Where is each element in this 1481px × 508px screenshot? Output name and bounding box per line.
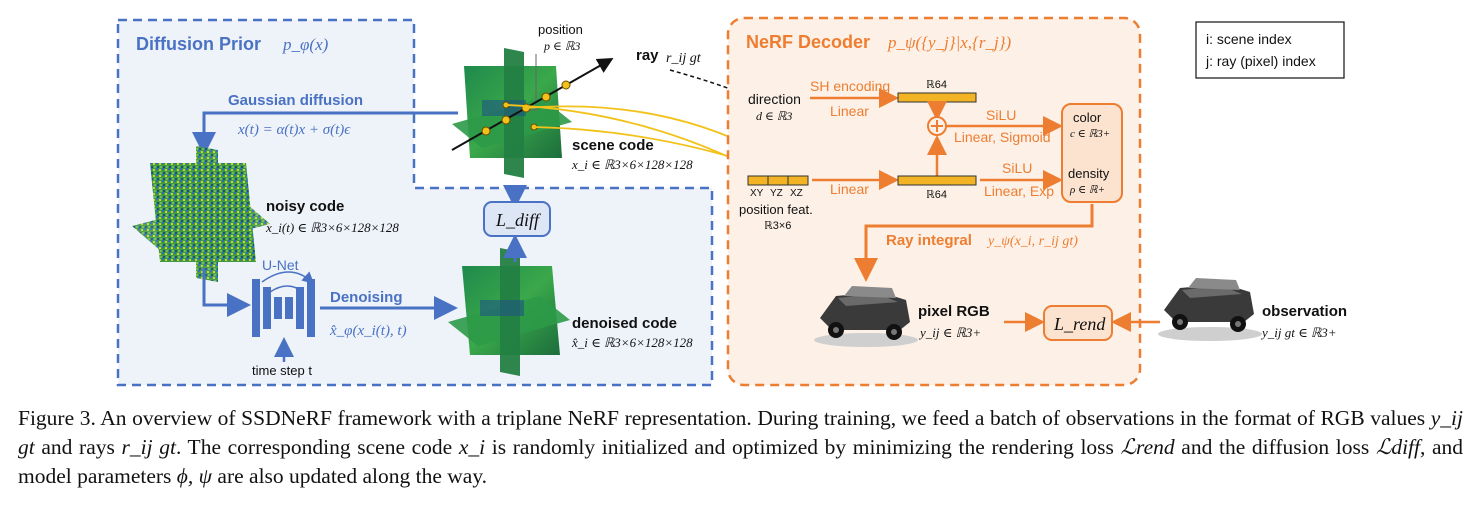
diffusion-loss-box — [483, 201, 551, 237]
denoising-math: x̂_φ(x_i(t), t) — [329, 323, 407, 339]
color-density-box — [1061, 103, 1123, 203]
color-label: color — [1073, 110, 1102, 125]
figure-caption: Figure 3. An overview of SSDNeRF framewo… — [18, 404, 1463, 491]
caption-symbol-r: r_ij gt — [121, 435, 176, 459]
legend-ray-index: j: ray (pixel) index — [1205, 53, 1316, 69]
caption-text-3: . The corresponding scene code — [175, 435, 453, 459]
caption-text-6: , and model parameters — [18, 435, 1464, 488]
linear-exp-label: Linear, Exp — [984, 183, 1054, 199]
ray-sample-points — [481, 80, 571, 136]
legend-box — [1195, 21, 1345, 79]
ray-to-direction-arrow — [669, 69, 751, 98]
pixel-rgb-math: y_ij ∈ ℝ3+ — [918, 325, 981, 340]
gaussian-diffusion-equation: x(t) = α(t)x + σ(t)ϵ — [237, 122, 351, 138]
linear-sigmoid-label: Linear, Sigmoid — [954, 129, 1051, 145]
scene-code-label: scene code — [572, 137, 654, 154]
diffusion-loss-label: L_diff — [495, 210, 542, 230]
nerf-decoder-title: NeRF Decoder — [746, 32, 870, 52]
ray-label: ray — [636, 47, 659, 64]
position-math: p ∈ ℝ3 — [543, 39, 580, 53]
ray-integral-arrow — [854, 204, 1094, 282]
position-hidden-bar — [897, 175, 977, 186]
caption-symbol-y: y_ij gt — [18, 406, 1464, 459]
denoised-code-label: denoised code — [572, 315, 677, 332]
direction-math: d ∈ ℝ3 — [756, 109, 792, 123]
observation-label: observation — [1262, 303, 1347, 320]
direction-feature-bar — [897, 92, 977, 103]
plus-icon — [931, 120, 943, 132]
feature-dim-top: ℝ64 — [926, 79, 947, 91]
timestep-label: time step t — [252, 363, 312, 378]
position-label: position — [538, 22, 583, 37]
gaussian-diffusion-arrow — [192, 111, 458, 156]
xz-label: XZ — [790, 188, 803, 199]
caption-text-5: and the diffusion loss — [1181, 435, 1370, 459]
scene-code-triplane — [452, 48, 572, 178]
xy-label: XY — [750, 188, 764, 199]
diffusion-prior-title: Diffusion Prior — [136, 34, 261, 54]
nerf-decoder-math: p_ψ({y_j}|x,{r_j}) — [887, 33, 1011, 52]
caption-text-4: is randomly initialized and optimized by… — [491, 435, 1114, 459]
yz-label: YZ — [770, 188, 783, 199]
caption-text-1: Figure 3. An overview of SSDNeRF framewo… — [18, 406, 1426, 430]
pixel-rgb-label: pixel RGB — [918, 303, 990, 320]
caption-text-2: and rays — [41, 435, 115, 459]
ray-integral-math: y_ψ(x_i, r_ij gt) — [986, 234, 1078, 249]
gaussian-diffusion-label: Gaussian diffusion — [228, 92, 363, 109]
position-feature-bar — [747, 175, 809, 186]
diffusion-prior-math: p_φ(x) — [282, 35, 329, 54]
caption-symbol-lrend: ℒrend — [1120, 435, 1175, 459]
ray-integral-label: Ray integral — [886, 232, 972, 249]
color-math: c ∈ ℝ3+ — [1070, 128, 1110, 140]
caption-symbol-x: x_i — [458, 435, 486, 459]
legend-scene-index: i: scene index — [1206, 31, 1292, 47]
rendering-loss-label: L_rend — [1053, 314, 1106, 334]
ray-line — [451, 58, 614, 151]
linear-label-bottom: Linear — [830, 181, 869, 197]
position-feat-dim: ℝ3×6 — [764, 220, 791, 232]
feature-dim-bottom: ℝ64 — [926, 189, 947, 201]
diagram-canvas: Diffusion Prior p_φ(x) Gaussian diffusio… — [116, 16, 1347, 387]
rendered-car-image — [814, 286, 918, 347]
denoised-code-triplane — [448, 248, 570, 376]
scene-code-math: x_i ∈ ℝ3×6×128×128 — [571, 157, 693, 172]
observation-car-image — [1158, 278, 1262, 341]
caption-symbol-params: ϕ, ψ — [176, 464, 213, 488]
caption-symbol-ldiff: ℒdiff — [1375, 435, 1420, 459]
caption-text-7: are also updated along the way. — [217, 464, 488, 488]
noisy-code-triplane — [132, 146, 270, 282]
nerf-decoder-panel — [726, 16, 1142, 387]
density-math: ρ ∈ ℝ+ — [1069, 184, 1105, 196]
silu-label-top: SiLU — [986, 107, 1016, 123]
ray-math: r_ij gt — [666, 51, 702, 66]
observation-math: y_ij gt ∈ ℝ3+ — [1260, 325, 1337, 340]
density-label: density — [1068, 166, 1110, 181]
direction-label: direction — [748, 91, 801, 107]
unet-label: U-Net — [262, 257, 299, 273]
silu-label-bottom: SiLU — [1002, 160, 1032, 176]
denoised-code-math: x̂_i ∈ ℝ3×6×128×128 — [571, 335, 693, 350]
noisy-code-math: x_i(t) ∈ ℝ3×6×128×128 — [265, 220, 399, 235]
sh-encoding-label: SH encoding — [810, 78, 890, 94]
noisy-code-label: noisy code — [266, 198, 344, 215]
denoising-label: Denoising — [330, 289, 403, 306]
linear-label-top: Linear — [830, 103, 869, 119]
unet-block — [252, 271, 315, 337]
noisy-to-unet-arrow — [202, 268, 251, 317]
position-feat-label: position feat. — [739, 202, 813, 217]
